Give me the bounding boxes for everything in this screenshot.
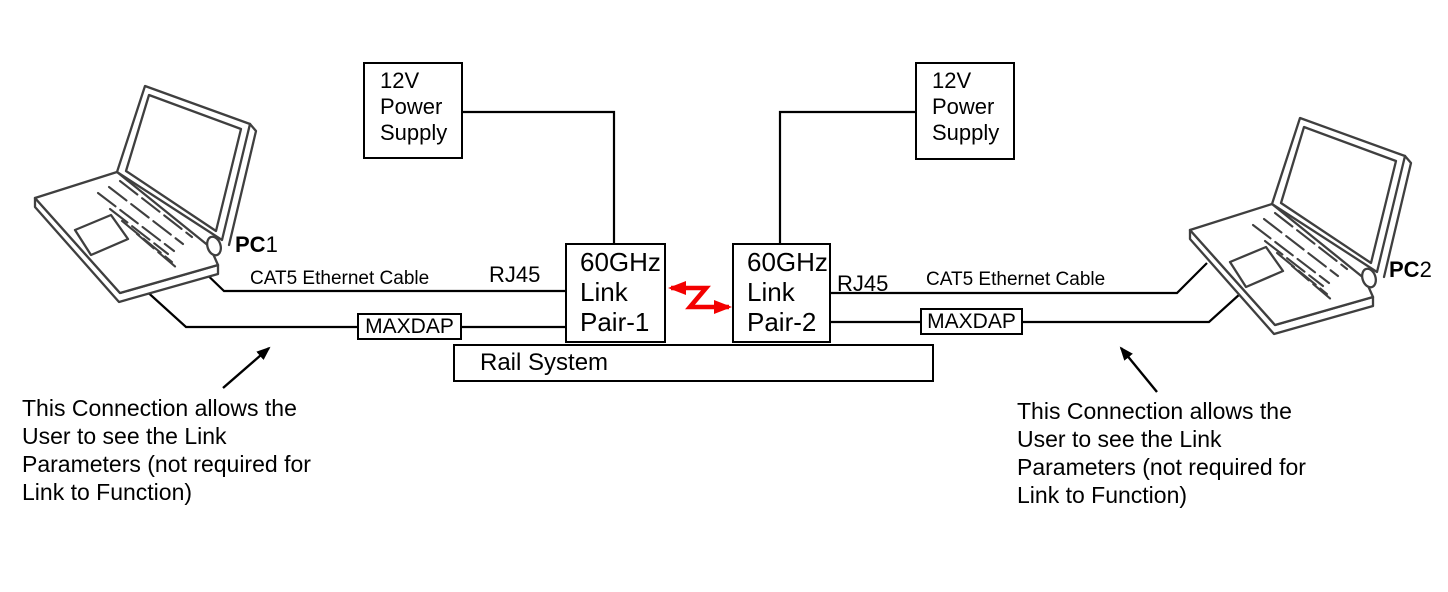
- cat5-cable-label-left: CAT5 Ethernet Cable: [250, 268, 430, 289]
- pc2-label: PC2: [1389, 257, 1432, 283]
- note-right: This Connection allows the User to see t…: [1017, 398, 1306, 508]
- wire-cat5-right: [830, 262, 1208, 295]
- link-pair-1-box: 60GHz Link Pair-1: [565, 243, 666, 343]
- maxdap-right-label: MAXDAP: [927, 309, 1016, 333]
- wire-power-supply-1: [463, 110, 616, 243]
- pc2-label-name: PC: [1389, 257, 1420, 282]
- pc1-laptop-icon: [33, 84, 258, 304]
- pc1-label-number: 1: [265, 232, 278, 257]
- rj45-label-left: RJ45: [489, 262, 541, 287]
- note-left: This Connection allows the User to see t…: [22, 395, 311, 505]
- note-arrow-up-left-icon: [1119, 346, 1158, 393]
- wire-maxdap-left-a: [142, 287, 357, 329]
- power-supply-2-box: 12V Power Supply: [915, 62, 1015, 160]
- note-arrow-up-right-icon: [222, 346, 271, 389]
- rail-system-box: Rail System: [453, 344, 934, 382]
- power-supply-1-box: 12V Power Supply: [363, 62, 463, 159]
- pc1-label: PC1: [235, 232, 278, 258]
- link-pair-2-box: 60GHz Link Pair-2: [732, 243, 831, 343]
- maxdap-left-box: MAXDAP: [357, 313, 462, 340]
- pc2-laptop-icon: [1188, 116, 1413, 336]
- rj45-label-right: RJ45: [837, 271, 889, 296]
- maxdap-left-label: MAXDAP: [365, 314, 454, 338]
- pc1-label-name: PC: [235, 232, 266, 257]
- rail-system-label: Rail System: [480, 349, 609, 376]
- wireless-link-icon: [668, 281, 732, 314]
- wire-maxdap-right-b: [1023, 283, 1252, 324]
- wire-power-supply-2: [778, 110, 915, 243]
- maxdap-right-box: MAXDAP: [920, 308, 1023, 335]
- pc2-label-number: 2: [1419, 257, 1432, 282]
- cat5-cable-label-right: CAT5 Ethernet Cable: [926, 269, 1106, 290]
